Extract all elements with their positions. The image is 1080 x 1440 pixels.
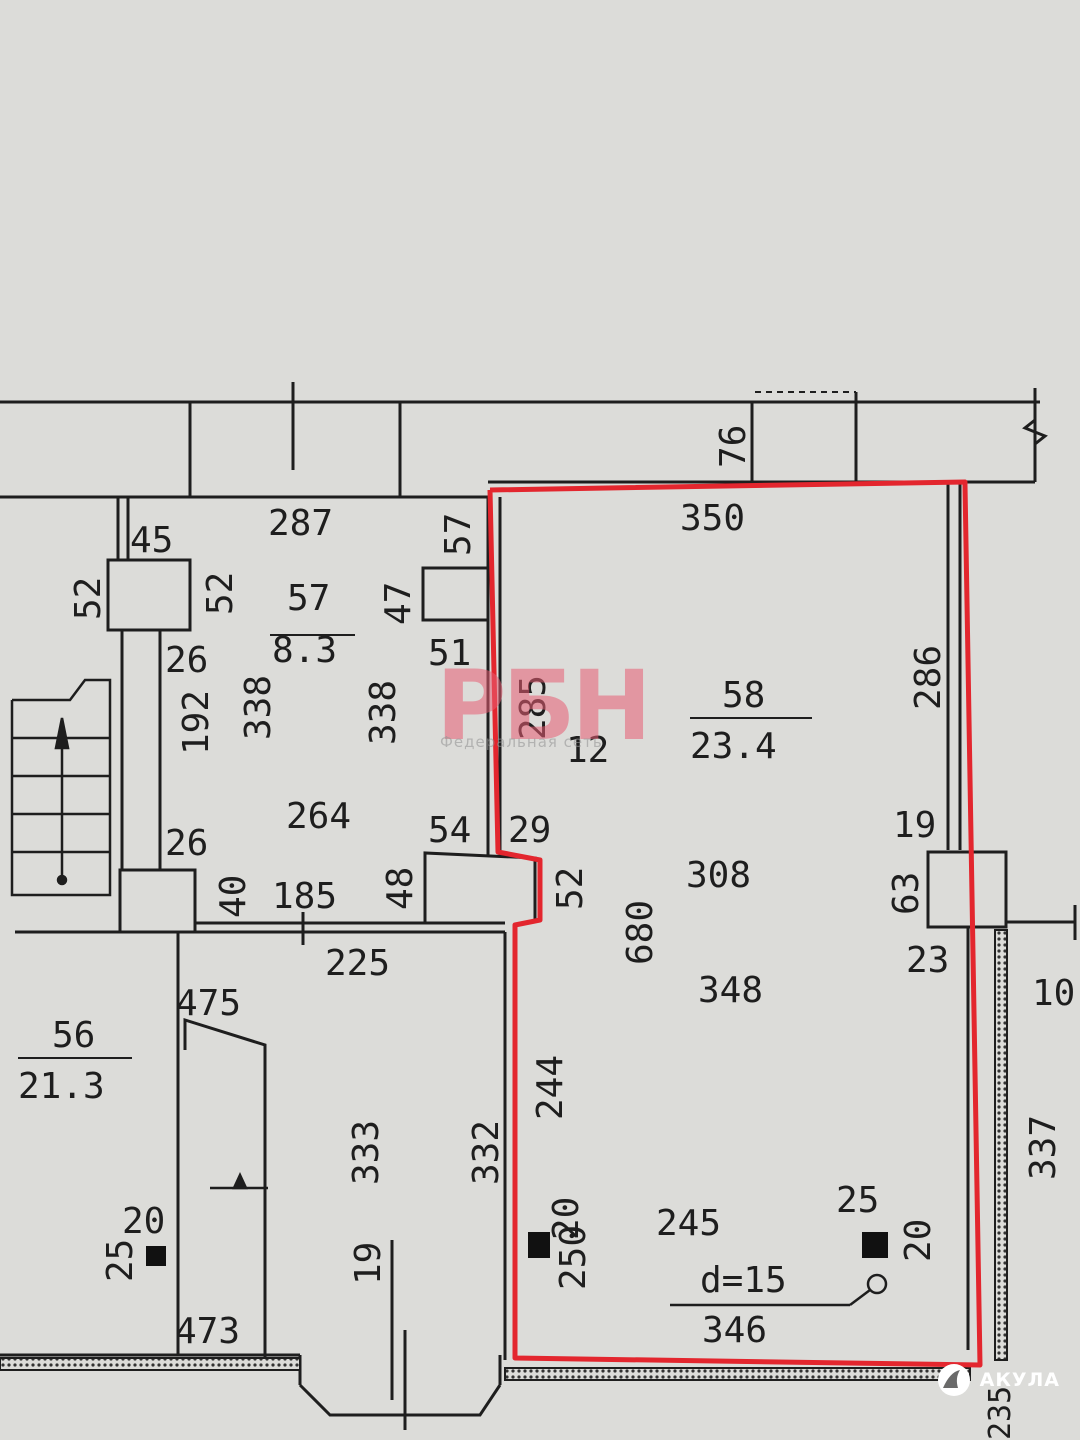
room-56-number: 56 — [52, 1015, 95, 1056]
dim-264: 264 — [286, 796, 351, 837]
dim-40: 40 — [213, 875, 254, 918]
dim-52-left: 52 — [68, 577, 109, 620]
dim-350: 350 — [680, 498, 745, 539]
dim-245: 245 — [656, 1203, 721, 1244]
exterior-wall — [0, 382, 1048, 499]
room-divider-lines — [18, 634, 812, 1059]
dim-10: 10 — [1032, 973, 1075, 1014]
dim-680: 680 — [620, 900, 661, 965]
dim-192: 192 — [176, 690, 217, 755]
dim-20-right: 20 — [898, 1219, 939, 1262]
dim-308: 308 — [686, 855, 751, 896]
dim-337: 337 — [1023, 1115, 1064, 1180]
shark-fin-icon — [937, 1364, 970, 1396]
watermark-subtitle: Федеральная сеть — [440, 733, 603, 751]
dim-235: 235 — [983, 1386, 1018, 1440]
dim-26-bottom: 26 — [165, 823, 208, 864]
dim-19: 19 — [893, 805, 936, 846]
dim-185: 185 — [272, 876, 337, 917]
dim-475: 475 — [176, 983, 241, 1024]
column-markers — [146, 1232, 888, 1266]
dim-286: 286 — [908, 645, 949, 710]
dim-19-bottom: 19 — [348, 1242, 389, 1285]
dim-338-right: 338 — [363, 680, 404, 745]
room-57-area: 8.3 — [272, 630, 337, 671]
dim-25-left: 25 — [100, 1239, 141, 1282]
room-57-number: 57 — [287, 578, 330, 619]
dim-23: 23 — [906, 940, 949, 981]
door-width-label: d=15 — [700, 1260, 787, 1301]
dim-63: 63 — [886, 872, 927, 915]
dim-244: 244 — [530, 1055, 571, 1120]
brand-badge: АКУЛА — [936, 1362, 1060, 1398]
dim-346: 346 — [702, 1310, 767, 1351]
riser-symbol — [210, 1172, 888, 1307]
brand-name: АКУЛА — [979, 1369, 1060, 1391]
dim-48: 48 — [380, 867, 421, 910]
dim-20-left: 20 — [122, 1201, 165, 1242]
room-58-area: 23.4 — [690, 726, 777, 767]
dim-333: 333 — [346, 1120, 387, 1185]
dim-29: 29 — [508, 810, 551, 851]
interior-walls — [0, 482, 1077, 1430]
dim-76: 76 — [713, 425, 754, 468]
room-56-area: 21.3 — [18, 1066, 105, 1107]
dim-473: 473 — [175, 1311, 240, 1352]
dim-250: 250 — [553, 1225, 594, 1290]
dim-12: 12 — [566, 730, 609, 771]
dim-57-top: 57 — [438, 513, 479, 556]
dim-47: 47 — [378, 582, 419, 625]
dim-52-right: 52 — [200, 572, 241, 615]
hatched-walls — [0, 929, 1008, 1381]
stair — [10, 678, 112, 897]
dim-26-top: 26 — [165, 640, 208, 681]
dim-348: 348 — [698, 970, 763, 1011]
dim-45: 45 — [130, 520, 173, 561]
dim-52-door: 52 — [550, 867, 591, 910]
dim-20-column: 20 — [546, 1197, 587, 1240]
dim-54: 54 — [428, 810, 471, 851]
dim-285: 285 — [513, 675, 554, 740]
dim-51: 51 — [428, 633, 471, 674]
dim-332: 332 — [466, 1120, 507, 1185]
room-58-number: 58 — [722, 675, 765, 716]
dim-25-right: 25 — [836, 1180, 879, 1221]
dim-338-left: 338 — [238, 675, 279, 740]
dim-287: 287 — [268, 503, 333, 544]
watermark-logo: РБН — [436, 650, 652, 762]
dim-225: 225 — [325, 943, 390, 984]
highlight-outline — [487, 479, 983, 1368]
